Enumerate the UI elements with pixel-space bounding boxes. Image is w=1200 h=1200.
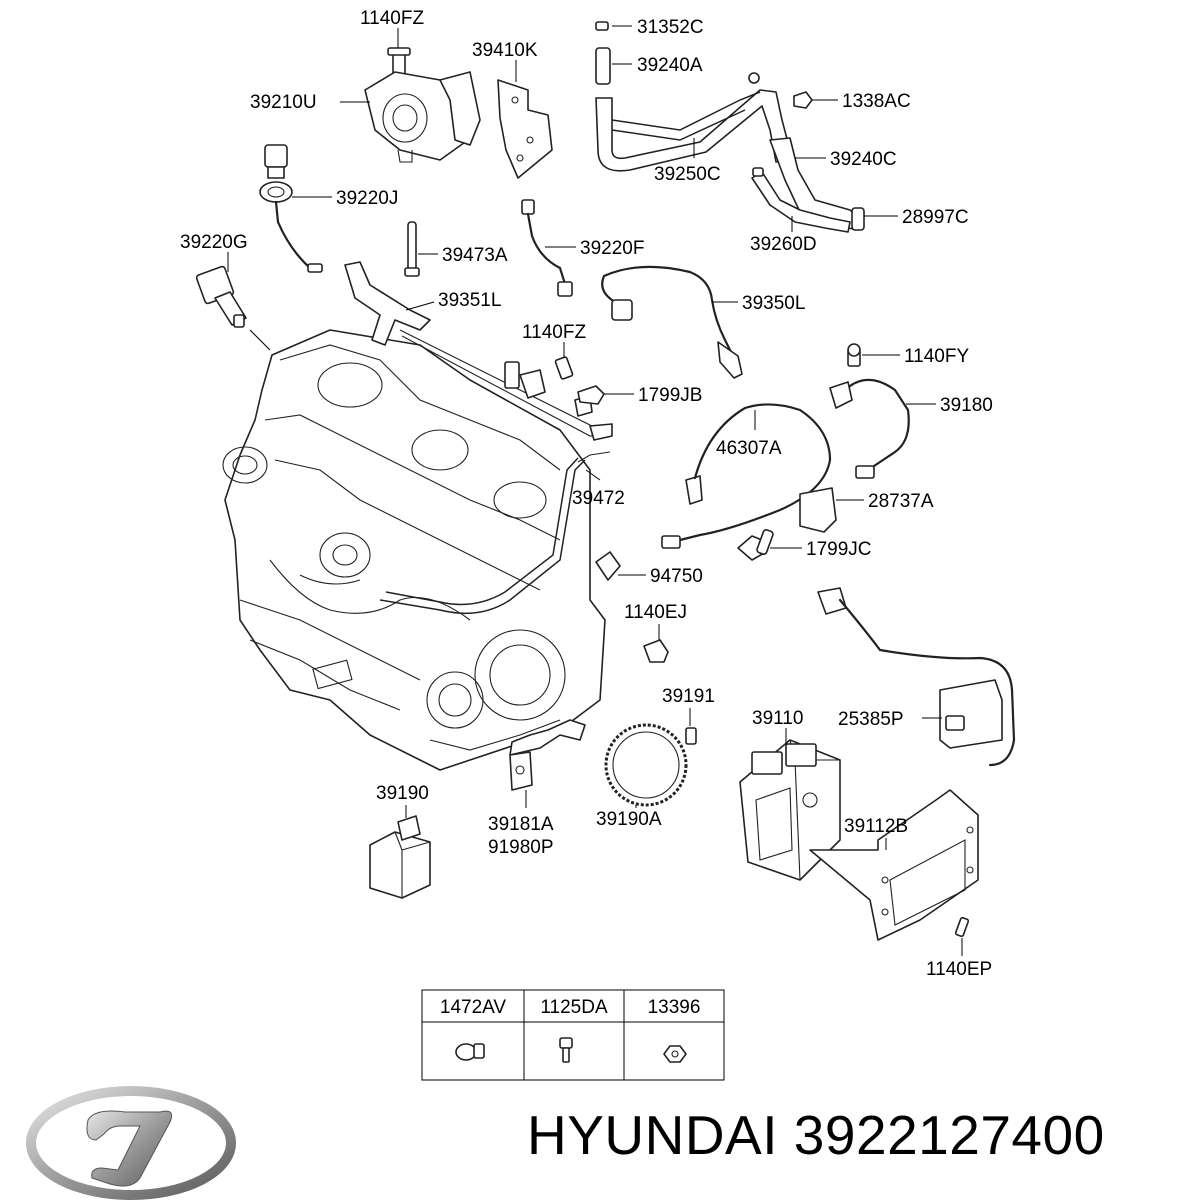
pump-39210u [364,71,481,163]
callout-28997c: 28997C [902,207,969,228]
callout-1799jb: 1799JB [638,385,702,406]
callout-31352c: 31352C [637,17,704,38]
callout-39472: 39472 [572,488,625,509]
callout-39250c: 39250C [654,164,721,185]
callout-39112b: 39112B [844,816,908,837]
callout-91980p: 91980P [488,837,554,858]
callout-39181a: 39181A [488,814,554,835]
bolt-1140fz-top [387,47,411,77]
sensor-39220j [259,144,323,273]
bolt-1140fz-mid [554,356,574,380]
callout-39350l: 39350L [742,293,805,314]
bracket-28737a [799,487,837,533]
callout-39220f: 39220F [580,238,644,259]
bolt-icon [559,1037,573,1063]
rod-39473a [404,221,420,277]
callout-39190: 39190 [376,783,429,804]
callout-39410k: 39410K [472,40,538,61]
callout-39260d: 39260D [750,234,817,255]
nut-icon [663,1045,687,1063]
table-header-1125da: 1125DA [540,997,608,1018]
bracket-39351l [344,261,613,441]
callout-39110: 39110 [752,708,803,729]
leader-lines [227,25,963,956]
bolt-1140ep [954,916,970,938]
callout-39191: 39191 [662,686,715,707]
clip-1799jb [577,385,605,405]
ring-39190a [604,723,688,807]
callout-1140fz-mid: 1140FZ [522,322,586,343]
sensor-39472 [577,451,611,463]
bracket-39112b [809,789,979,941]
hyundai-logo [26,1086,236,1200]
hose-assembly [595,21,865,233]
hose-clamp-icon [455,1043,485,1061]
callout-39240a: 39240A [637,55,703,76]
callout-1799jc: 1799JC [806,539,872,560]
table-header-13396: 13396 [648,997,701,1018]
callout-28737a: 28737A [868,491,934,512]
callout-39220g: 39220G [180,232,248,253]
clip-1799jc [737,529,774,561]
sensor-39350l [601,265,743,379]
callout-1140ej: 1140EJ [624,602,687,623]
callout-1140ep: 1140EP [926,959,992,980]
brand-part-number: HYUNDAI 3922127400 [527,1104,1105,1166]
relay-39190 [369,815,431,899]
engine-block [222,329,606,771]
sensor-46307a [661,403,832,549]
bracket-39181a [509,719,586,791]
sensor-94750 [595,551,621,581]
callout-39351l: 39351L [438,290,501,311]
ecu-39110 [739,739,841,881]
table-header-1472av: 1472AV [440,997,507,1018]
callout-39210u: 39210U [250,92,317,113]
sensor-39220g [195,265,247,328]
callout-25385p: 25385P [838,709,904,730]
harness-25385p [817,587,1016,767]
callout-94750: 94750 [650,566,703,587]
callout-1338ac: 1338AC [842,91,911,112]
callout-39240c: 39240C [830,149,897,170]
bolt-1140ej [643,639,669,663]
bolt-39191 [685,727,697,745]
bracket-39410k [497,79,553,179]
callout-1140fy: 1140FY [904,346,969,367]
callout-46307a: 46307A [716,438,782,459]
callout-39190a: 39190A [596,809,662,830]
callout-39473a: 39473A [442,245,508,266]
callout-1140fz-top: 1140FZ [360,8,424,29]
callout-39220j: 39220J [336,188,398,209]
callout-39180: 39180 [940,395,993,416]
sensor-39180 [829,378,910,479]
hardware-table: 1472AV 1125DA 13396 [421,989,725,1081]
bolt-1140fy [847,343,861,367]
callout-labels: 1140FZ 39410K 31352C 39240A 39210U 1338A… [180,8,993,980]
sensor-39220f [521,199,573,297]
